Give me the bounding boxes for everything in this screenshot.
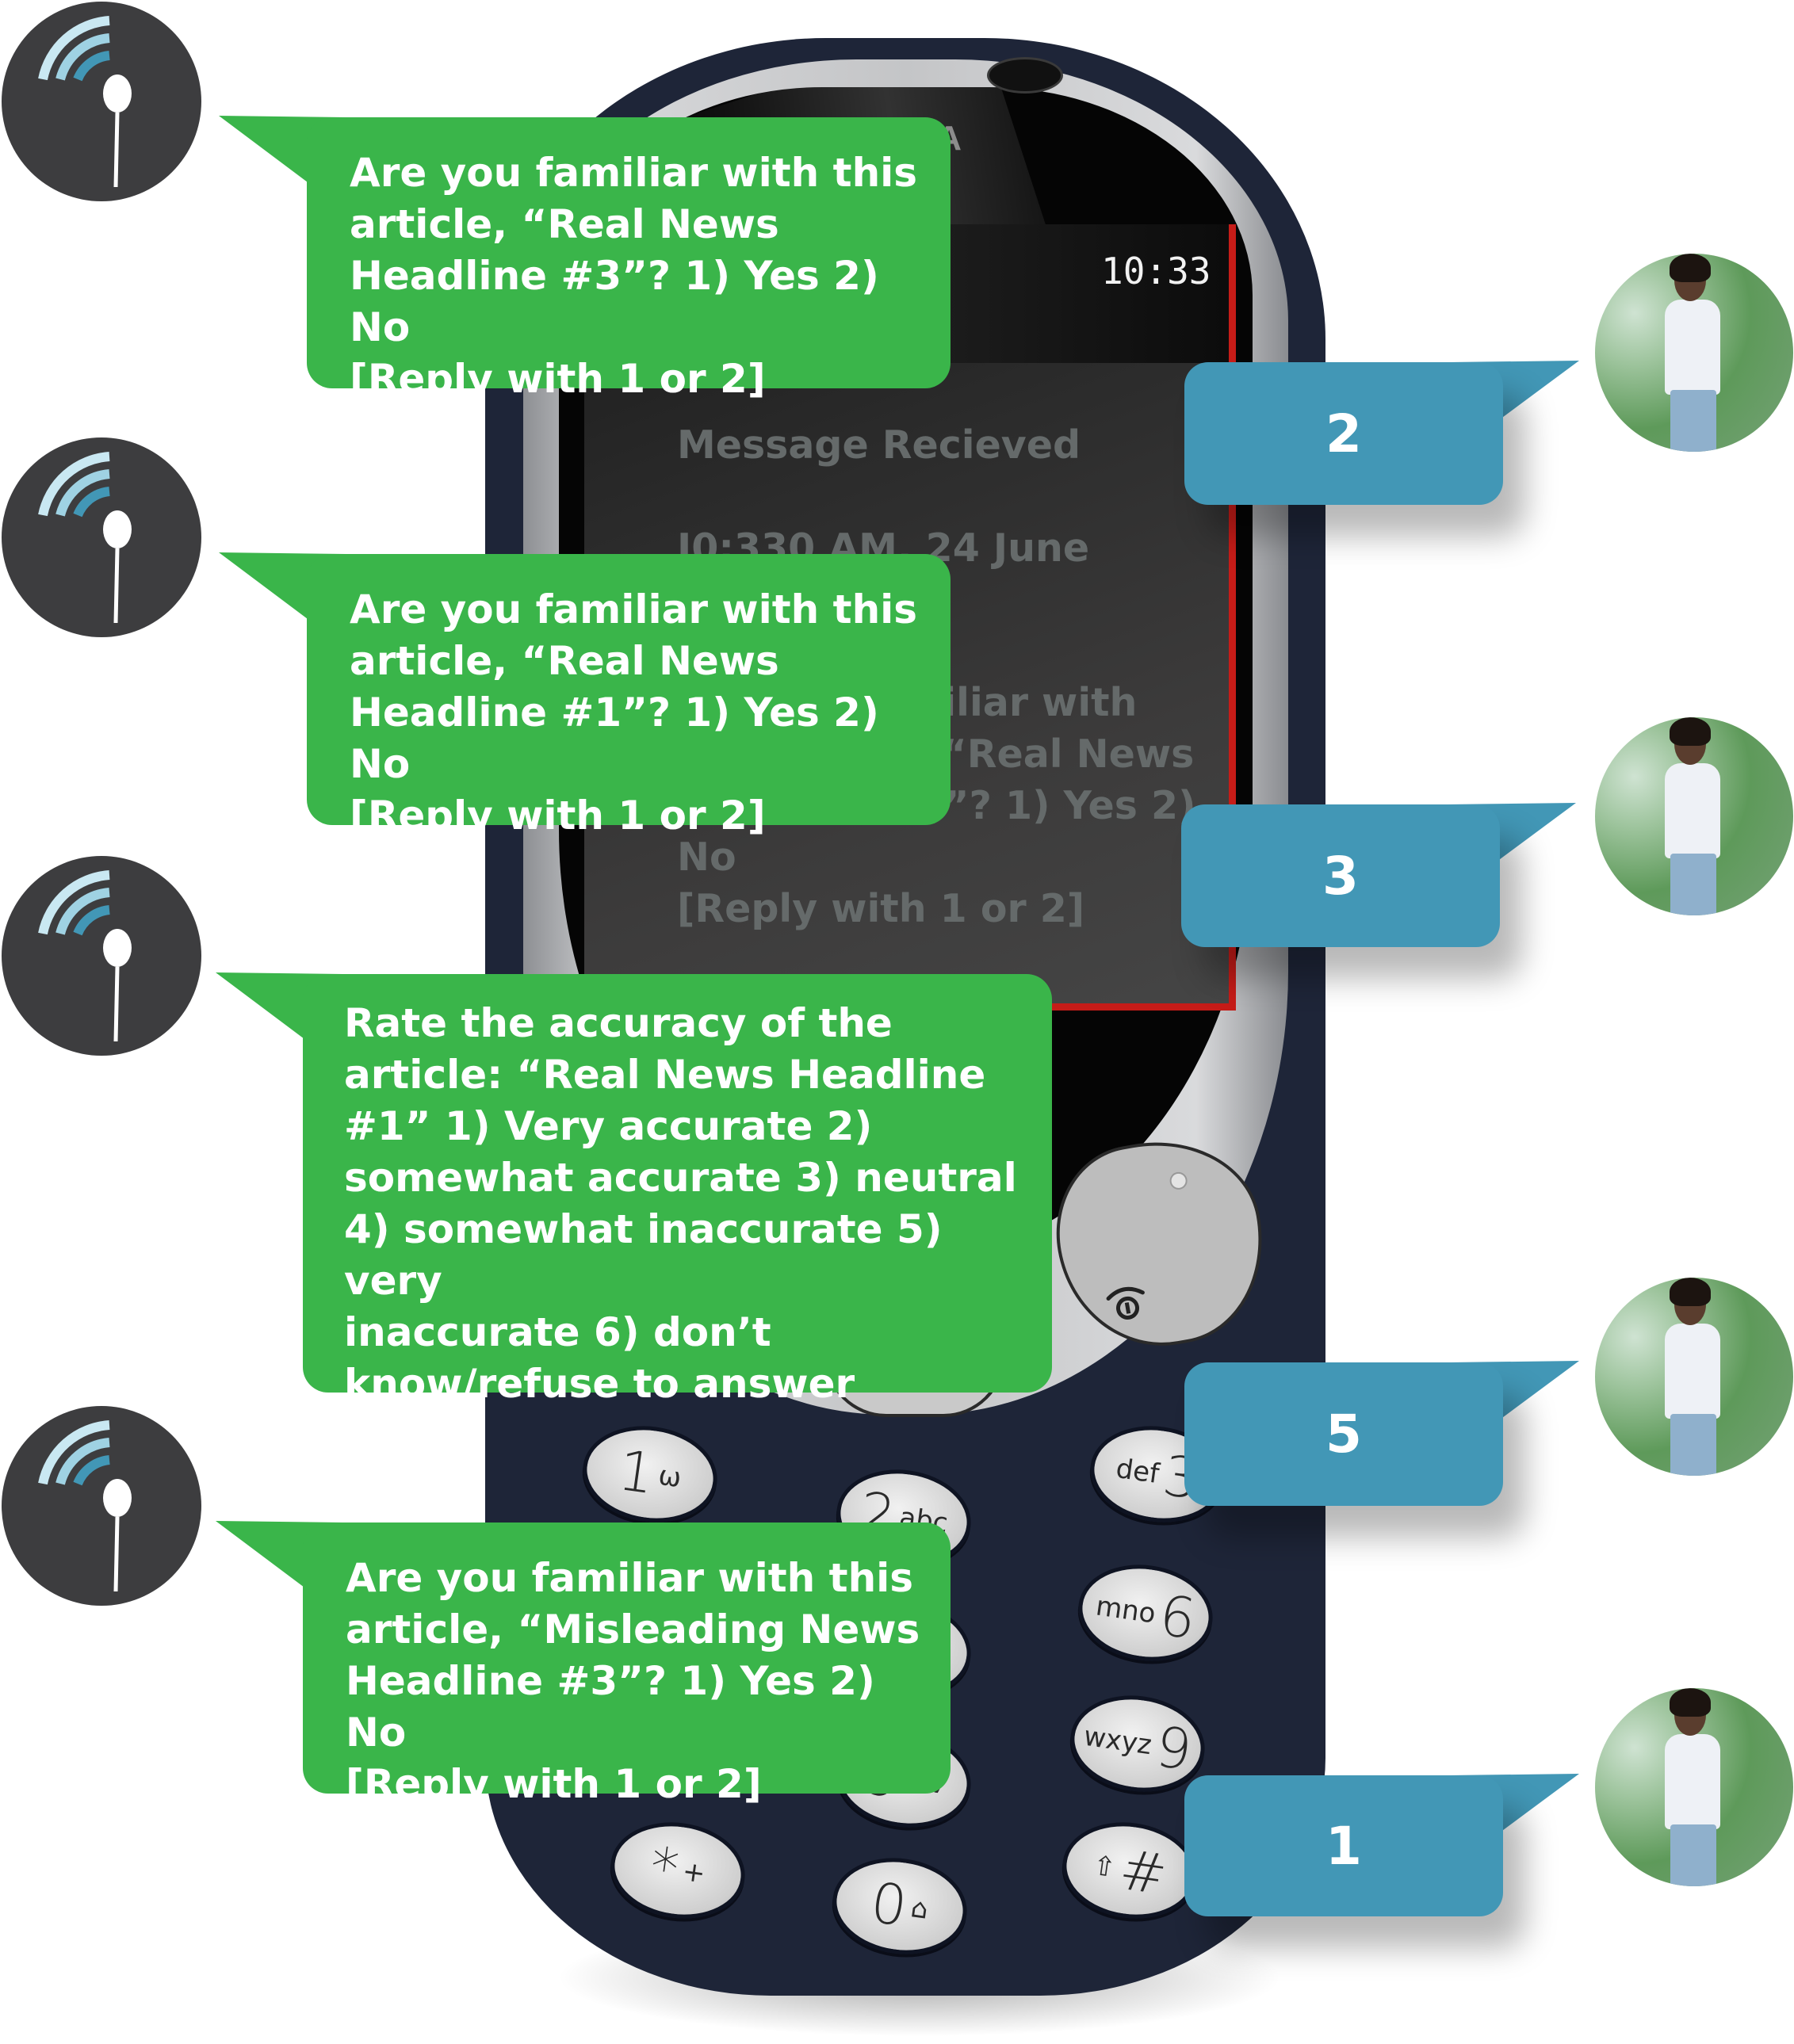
key-letters: mno: [1093, 1590, 1158, 1630]
signal-pin-icon: [38, 452, 132, 624]
bot-message-text: Are you familiar with this article, “Rea…: [350, 586, 918, 839]
person-pants: [1670, 1414, 1716, 1476]
user-reply-bubble: 1: [1184, 1775, 1503, 1916]
person-shirt: [1665, 1734, 1720, 1829]
user-reply-bubble: 3: [1181, 804, 1500, 947]
signal-pin-icon: [38, 1420, 132, 1592]
key-digit: 0: [866, 1870, 912, 1939]
key-letters: def: [1114, 1452, 1161, 1491]
key-digit: 9: [1151, 1714, 1196, 1784]
shift-icon: ⇧: [1091, 1849, 1118, 1885]
voicemail-icon: ω: [656, 1459, 683, 1495]
user-reply-bubble: 2: [1184, 362, 1503, 505]
key-letters: wxyz: [1081, 1720, 1154, 1762]
bot-message-bubble: Rate the accuracy of the article: “Real …: [303, 974, 1052, 1407]
person-pants: [1670, 390, 1716, 452]
key-digit: 1: [614, 1437, 659, 1507]
bot-avatar: [2, 1406, 201, 1606]
screen-message-title: Message Recieved: [677, 422, 1081, 468]
person-hair: [1670, 717, 1711, 746]
bot-avatar: [2, 856, 201, 1056]
bot-message-text: Are you familiar with this article, “Mis…: [346, 1555, 920, 1807]
person-hair: [1670, 1688, 1711, 1717]
signal-pin-icon: [38, 870, 132, 1042]
key-indicator-dot: [1168, 1171, 1189, 1191]
user-reply-bubble: 5: [1184, 1362, 1503, 1506]
bot-message-text: Rate the accuracy of the article: “Real …: [344, 1000, 1017, 1407]
signal-pin-icon: [38, 16, 132, 188]
key-symbols: +: [680, 1855, 708, 1890]
user-avatar: [1595, 254, 1793, 452]
key-digit: 6: [1155, 1582, 1200, 1652]
bot-avatar: [2, 437, 201, 637]
globe-space-icon: ⌂: [908, 1892, 931, 1926]
key-digit: *: [645, 1834, 683, 1903]
user-avatar: [1595, 1688, 1793, 1886]
bot-message-bubble: Are you familiar with this article, “Rea…: [307, 554, 951, 839]
user-avatar: [1595, 717, 1793, 915]
person-pants: [1670, 854, 1716, 915]
person-pants: [1670, 1824, 1716, 1886]
person-shirt: [1665, 1324, 1720, 1419]
key-digit: #: [1115, 1836, 1171, 1908]
bot-avatar: [2, 2, 201, 201]
bot-message-bubble: Are you familiar with this article, “Rea…: [307, 117, 951, 402]
bot-message-text: Are you familiar with this article, “Rea…: [350, 150, 918, 402]
power-end-icon: [1106, 1286, 1145, 1320]
person-shirt: [1665, 763, 1720, 858]
person-hair: [1670, 254, 1711, 282]
screen-message-line: [Reply with 1 or 2]: [677, 886, 1085, 931]
screen-message-line: No: [677, 835, 736, 880]
person-hair: [1670, 1278, 1711, 1306]
end-call-key[interactable]: [1042, 1125, 1280, 1362]
status-time: 10:33: [1101, 250, 1211, 292]
person-shirt: [1665, 300, 1720, 395]
bot-message-bubble: Are you familiar with this article, “Mis…: [303, 1522, 951, 1807]
earpiece: [987, 57, 1063, 94]
user-avatar: [1595, 1278, 1793, 1476]
